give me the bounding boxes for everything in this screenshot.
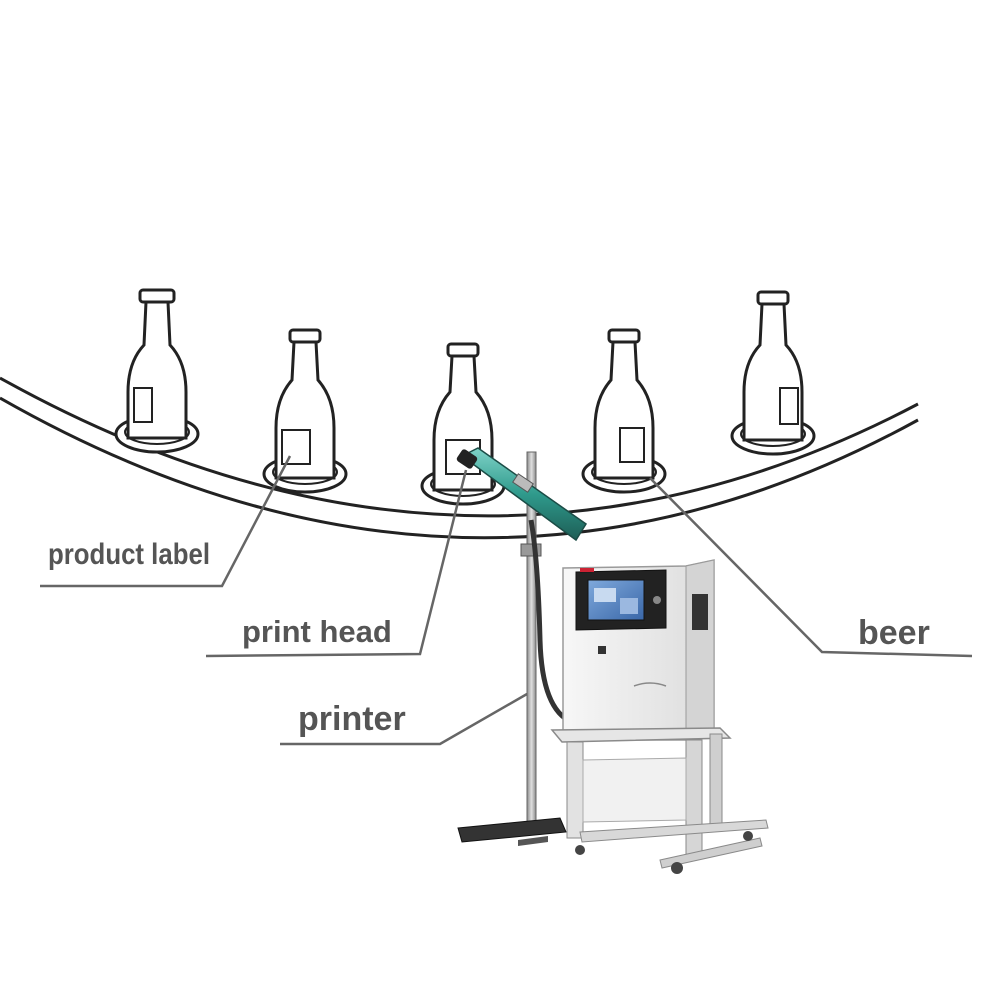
bottle-5 — [730, 290, 816, 456]
ink-hose — [528, 519, 574, 725]
bottle-label — [619, 427, 645, 463]
bottle-1 — [114, 288, 200, 454]
print-head — [456, 447, 588, 542]
print-head-callout: print head — [242, 614, 392, 649]
leader-print-head — [205, 469, 468, 658]
product-label-callout: product label — [48, 538, 210, 571]
leader-printer — [280, 692, 528, 746]
bottle-2 — [262, 328, 348, 494]
leader-lines — [40, 455, 973, 746]
printer-cart — [550, 727, 769, 874]
bottle-label — [779, 387, 799, 425]
leader-beer — [649, 477, 973, 658]
bottle-label — [281, 429, 311, 465]
printer-callout: printer — [298, 700, 406, 738]
printer-body — [562, 559, 715, 741]
leader-product-label — [40, 455, 292, 588]
beer-callout: beer — [858, 614, 930, 652]
bottle-4 — [581, 328, 667, 494]
bottle-label — [133, 387, 153, 423]
